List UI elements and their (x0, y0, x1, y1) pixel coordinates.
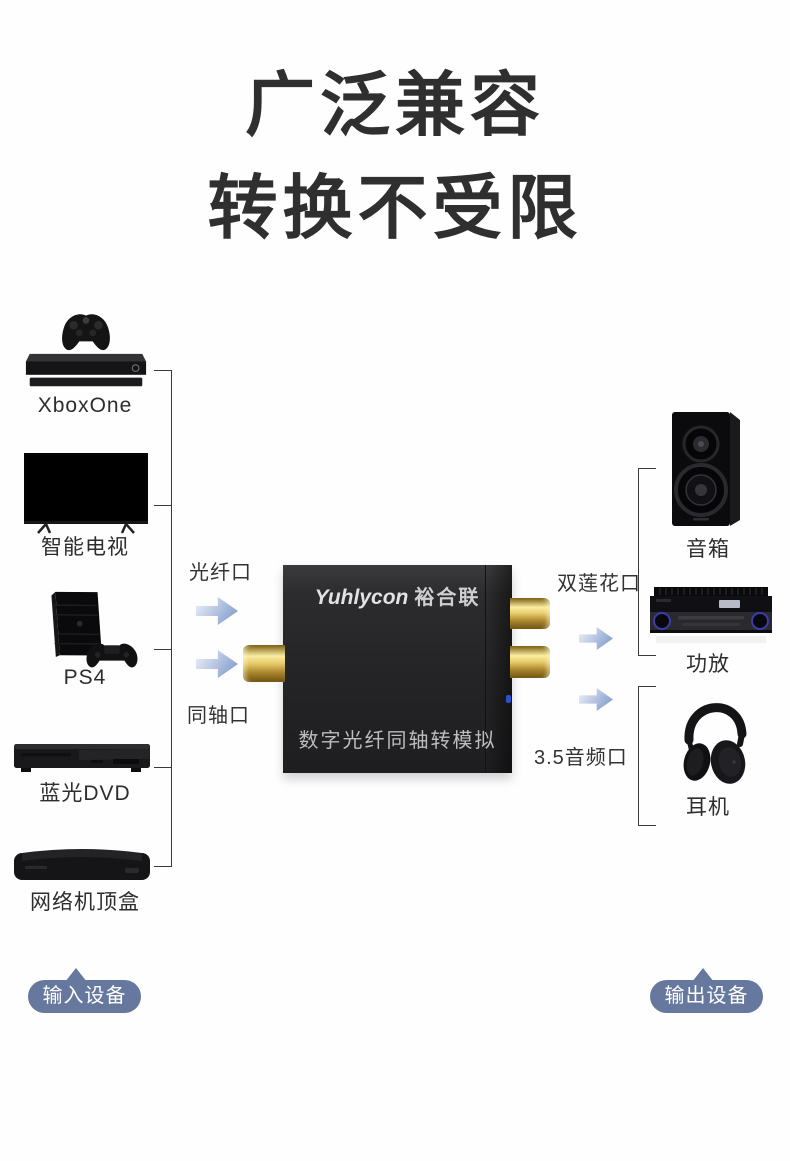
set-top-box-icon (13, 844, 151, 886)
rca-connector-bottom-icon (510, 646, 550, 678)
input-bracket-tick-dvd (154, 767, 171, 768)
coaxial-arrow-icon (196, 650, 238, 678)
input-bracket-tick-smart-tv (154, 505, 171, 506)
device-label-xboxone: XboxOne (37, 394, 133, 417)
output-bracket-a-bottom-tick (638, 655, 656, 656)
page-title-line1: 广泛兼容 (245, 66, 545, 144)
input-bracket-line (171, 370, 172, 867)
device-label-set-top-box: 网络机顶盒 (30, 891, 140, 914)
page-title-line2: 转换不受限 (207, 169, 583, 247)
led-indicator-icon (506, 695, 511, 703)
device-label-ps4: PS4 (63, 666, 107, 689)
input-devices-badge: 输入设备 (28, 980, 141, 1013)
converter-product-name: 数字光纤同轴转模拟 (298, 730, 497, 752)
optical-arrow-icon (196, 597, 238, 625)
audio35-port-label: 3.5音频口 (534, 747, 628, 769)
output-bracket-b-line (638, 686, 639, 826)
output-devices-badge: 输出设备 (650, 980, 763, 1013)
input-bracket-tick-ps4 (154, 649, 171, 650)
brand-cn-text: 裕合联 (414, 587, 481, 609)
rca-port-label: 双莲花口 (557, 573, 641, 595)
device-label-amplifier: 功放 (686, 653, 730, 676)
device-label-blu-ray-dvd: 蓝光DVD (39, 782, 131, 805)
coaxial-port-label: 同轴口 (187, 705, 250, 727)
headphones-icon (676, 686, 754, 792)
xbox-one-icon (24, 306, 148, 394)
coaxial-connector-icon (243, 645, 285, 682)
device-label-speaker: 音箱 (686, 538, 730, 561)
smart-tv-icon (24, 453, 148, 535)
input-bracket-tick-xboxone (154, 370, 171, 371)
ps4-icon (36, 588, 144, 674)
output-bracket-a-line (638, 468, 639, 656)
rca-arrow-icon (579, 627, 613, 650)
output-bracket-b-bottom-tick (638, 825, 656, 826)
device-label-smart-tv: 智能电视 (41, 536, 129, 559)
speaker-icon (670, 410, 744, 532)
rca-connector-top-icon (510, 598, 550, 629)
input-badge-pointer-icon (65, 968, 87, 982)
amplifier-icon (646, 585, 776, 645)
brand-logo-text: Yuhlycon (314, 586, 409, 609)
optical-port-label: 光纤口 (189, 562, 252, 584)
audio35-arrow-icon (579, 688, 613, 711)
device-label-headphones: 耳机 (686, 796, 730, 819)
output-bracket-b-top-tick (638, 686, 656, 687)
blu-ray-dvd-icon (13, 736, 151, 776)
input-bracket-tick-stb (154, 866, 171, 867)
converter-right-edge (485, 565, 512, 773)
output-badge-pointer-icon (692, 968, 714, 982)
output-bracket-a-top-tick (638, 468, 656, 469)
